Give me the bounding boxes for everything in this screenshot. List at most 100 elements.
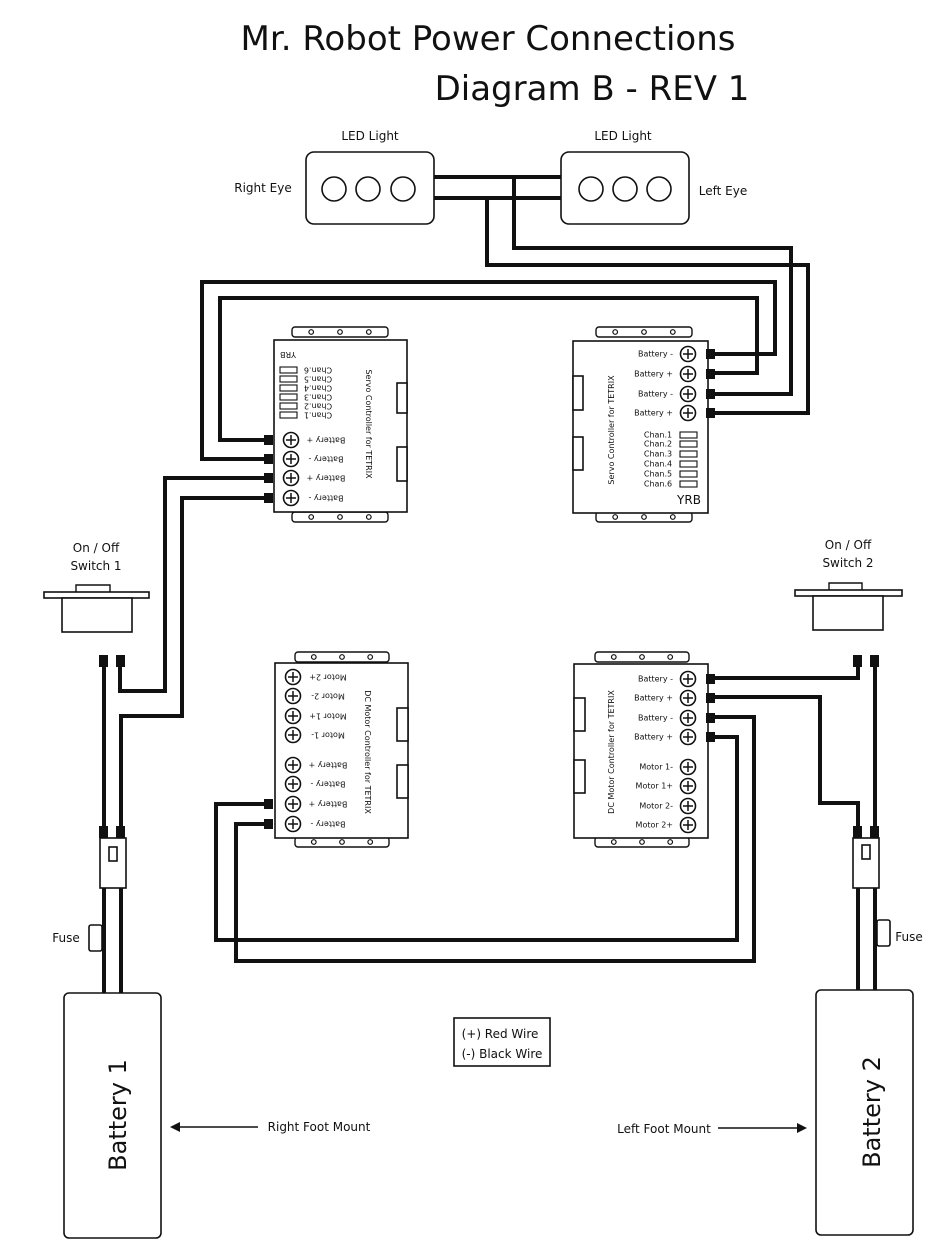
- left-foot-mount: Left Foot Mount: [617, 1122, 807, 1136]
- servo-left-brand: YRB: [280, 350, 297, 359]
- channel-label: Chan.6: [644, 480, 672, 489]
- wire-battery1-neg: [119, 496, 268, 830]
- screw-hole-icon: [667, 839, 674, 845]
- wire-dc-loop-pos: [214, 735, 739, 942]
- screw-hole-icon: [339, 839, 345, 845]
- screw-hole-icon: [610, 839, 617, 845]
- terminal-label: Motor 1-: [311, 731, 345, 740]
- terminal-label: Battery +: [307, 436, 346, 445]
- servo-right-title: Servo Controller for TETRIX: [607, 375, 616, 485]
- wire-lead: [264, 454, 273, 464]
- fuse-left-label: Fuse: [52, 931, 80, 945]
- channel-label: Chan.3: [304, 393, 332, 402]
- channel-label: Chan.3: [644, 450, 672, 459]
- wire-lead: [706, 349, 715, 359]
- led-bulb-icon: [578, 176, 604, 202]
- channel-slot: [679, 460, 698, 468]
- screw-hole-icon: [639, 839, 645, 845]
- fuse-right-body: [876, 919, 891, 947]
- switch1-label-line1: On / Off: [73, 541, 120, 555]
- terminal-label: Battery -: [638, 350, 673, 359]
- screw-hole-icon: [669, 514, 676, 520]
- battery1-body: [63, 992, 162, 1239]
- wire-switch2-feed: [710, 663, 860, 680]
- screw-hole-icon: [310, 839, 317, 845]
- connector-pin: [99, 826, 108, 838]
- connector-pin: [116, 826, 125, 838]
- terminal-label: Battery -: [638, 675, 673, 684]
- channel-label: Chan.4: [304, 384, 332, 393]
- led-left-eye: LED Light Left Eye: [560, 129, 747, 225]
- arrow-left-icon: [170, 1122, 180, 1132]
- switch1-label-line2: Switch 1: [70, 559, 121, 573]
- channel-label: Chan.6: [304, 366, 332, 375]
- wire-lead: [264, 493, 273, 503]
- screw-hole-icon: [641, 329, 647, 335]
- terminal-label: Motor 1+: [636, 782, 673, 791]
- channel-label: Chan.5: [644, 470, 672, 479]
- servo-left-port: [396, 382, 408, 414]
- terminal-label: Battery -: [308, 494, 343, 503]
- terminal-label: Motor 2-: [639, 802, 673, 811]
- diagram-title: Mr. Robot Power Connections: [241, 19, 736, 59]
- led-right-title: LED Light: [341, 129, 399, 143]
- screw-hole-icon: [639, 654, 645, 660]
- switch2-rocker: [828, 582, 863, 590]
- wire-battery2-neg: [710, 695, 860, 830]
- led-left-side-label: Left Eye: [699, 184, 747, 198]
- led-right-eye: LED Light Right Eye: [234, 129, 435, 225]
- right-foot-mount: Right Foot Mount: [170, 1120, 371, 1134]
- arrow-right-icon: [797, 1123, 807, 1133]
- battery1-label: Battery 1: [104, 1059, 132, 1171]
- led-bulb-icon: [646, 176, 672, 202]
- screw-hole-icon: [669, 329, 676, 335]
- terminal-label: Battery +: [309, 800, 348, 809]
- switch1-flange: [43, 591, 150, 599]
- terminal-label: Battery -: [310, 820, 345, 829]
- switch2-flange: [794, 589, 903, 597]
- channel-slot: [279, 393, 298, 401]
- screw-hole-icon: [641, 514, 647, 520]
- servo-left-title: Servo Controller for TETRIX: [364, 369, 373, 479]
- wire-led-feed-neg: [512, 177, 793, 396]
- terminal-label: Battery +: [634, 733, 673, 742]
- led-bulb-icon: [355, 176, 381, 202]
- terminal-label: Battery -: [310, 780, 345, 789]
- connector-left-latch: [108, 846, 118, 862]
- dc-right-title: DC Motor Controller for TETRIX: [607, 690, 616, 814]
- dc-motor-controller-right: DC Motor Controller for TETRIX Battery - B…: [573, 651, 715, 848]
- terminal-label: Motor 2+: [636, 821, 673, 830]
- switch2-terminal: [853, 655, 862, 667]
- terminal-label: Battery +: [634, 409, 673, 418]
- screw-hole-icon: [610, 654, 617, 660]
- led-right-side-label: Right Eye: [234, 181, 291, 195]
- switch1-terminal: [99, 655, 108, 667]
- led-bulb-icon: [390, 176, 416, 202]
- channel-label: Chan.1: [304, 411, 332, 420]
- diagram-subtitle: Diagram B - REV 1: [435, 69, 750, 109]
- switch1-body: [61, 597, 133, 633]
- terminal-label: Battery -: [308, 455, 343, 464]
- wire-servo-neg: [200, 280, 777, 461]
- screw-hole-icon: [365, 514, 372, 520]
- channel-slot: [279, 366, 298, 374]
- fuse-left-body: [88, 924, 103, 952]
- servo-left-port: [396, 446, 408, 482]
- channel-label: Chan.5: [304, 375, 332, 384]
- screw-hole-icon: [308, 329, 315, 335]
- channel-label: Chan.4: [644, 460, 672, 469]
- left-foot-mount-label: Left Foot Mount: [617, 1122, 711, 1136]
- terminal-label: Battery +: [307, 474, 346, 483]
- screw-hole-icon: [339, 654, 345, 660]
- screw-hole-icon: [337, 329, 343, 335]
- servo-left-body: [273, 339, 408, 513]
- terminal-label: Battery +: [634, 370, 673, 379]
- channel-label: Chan.2: [304, 402, 332, 411]
- switch2-label-line2: Switch 2: [822, 556, 873, 570]
- wire-lead: [706, 693, 715, 703]
- channel-slot: [679, 440, 698, 448]
- fuse-right-label: Fuse: [895, 930, 923, 944]
- terminal-label: Motor 1+: [309, 712, 346, 721]
